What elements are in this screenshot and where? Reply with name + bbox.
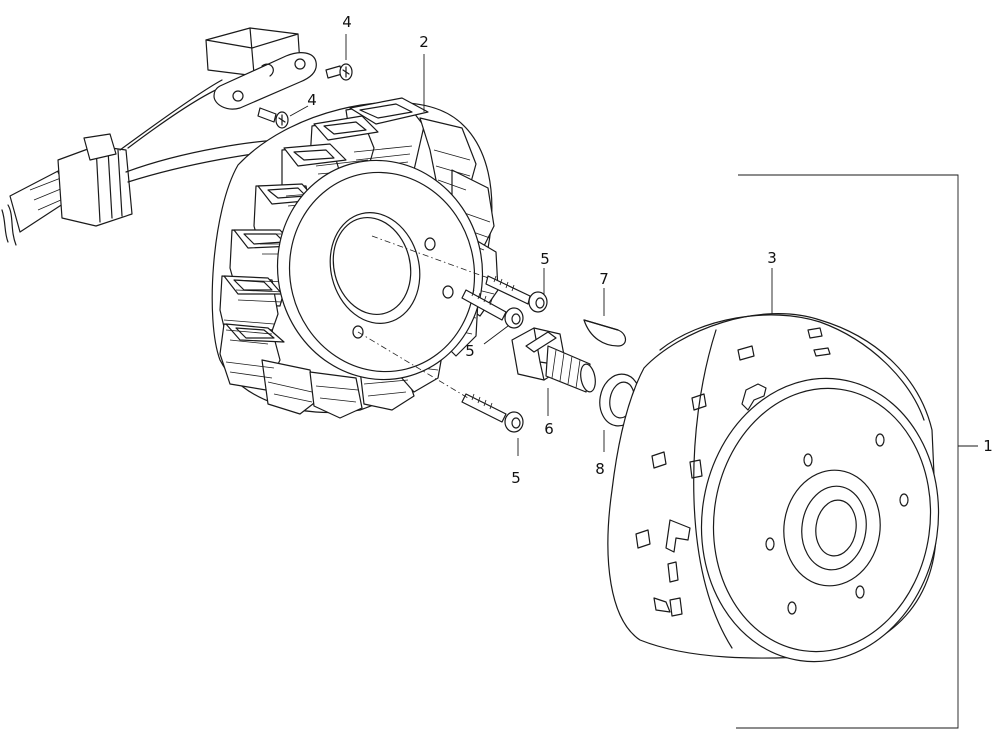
- leader-lines: [289, 34, 773, 456]
- stator: [211, 97, 499, 419]
- callout-4-lower: 4: [307, 91, 317, 109]
- stator-bolt-bottom: [461, 393, 524, 433]
- callout-2: 2: [419, 33, 429, 51]
- callout-5-middle: 5: [465, 342, 475, 360]
- callout-1: 1: [983, 437, 993, 455]
- pulser-screw-upper: [325, 63, 353, 81]
- callout-5-top: 5: [540, 250, 550, 268]
- stator-bolt-top: [485, 275, 548, 313]
- callout-6: 6: [544, 420, 554, 438]
- callout-5-bottom: 5: [511, 469, 521, 487]
- woodruff-key: [583, 319, 627, 347]
- flywheel-bolt: [511, 327, 596, 393]
- wiring-harness: [1, 27, 317, 246]
- pulser-screw-lower: [257, 107, 289, 129]
- flywheel-rotor: [607, 313, 940, 663]
- callout-7: 7: [599, 270, 609, 288]
- callout-4-upper: 4: [342, 13, 352, 31]
- bracket-1: [736, 174, 978, 729]
- callout-labels: 1 2 3 4 4 5 5 5 6 7 8: [307, 13, 993, 487]
- axis-line-bottom: [357, 331, 469, 399]
- callout-3: 3: [767, 249, 777, 267]
- callout-8: 8: [595, 460, 605, 478]
- stator-bolt-middle: [461, 289, 524, 329]
